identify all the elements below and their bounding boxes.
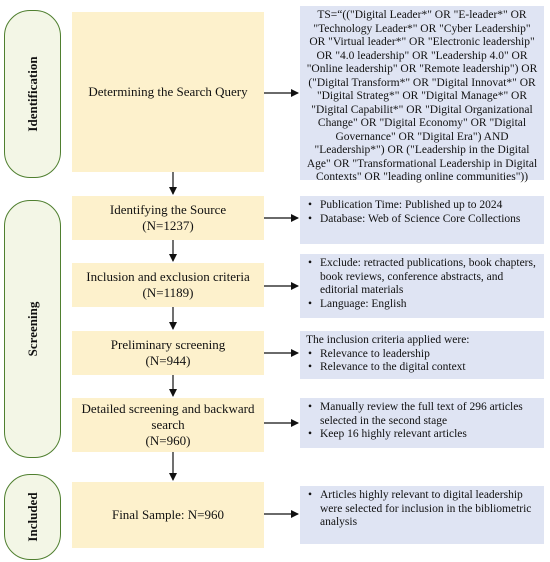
detail-search-query: TS=“(("Digital Leader*" OR "E-leader*" O… [300,6,544,183]
preliminary-item: Relevance to leadership [306,348,538,362]
step-preliminary-count: (N=944) [145,353,191,368]
step-detailed: Detailed screening and backward search (… [72,398,264,452]
step-source-count: (N=1237) [142,218,194,233]
step-criteria-count: (N=1189) [142,285,194,300]
step-source-label: Identifying the Source [109,202,227,217]
stage-screening: Screening [4,200,61,458]
detail-source: Publication Time: Published up to 2024 D… [300,196,544,244]
detail-final: Articles highly relevant to digital lead… [300,486,544,544]
detail-preliminary: The inclusion criteria applied were: Rel… [300,331,544,379]
detailed-item: Keep 16 highly relevant articles [306,428,538,442]
step-search-query-label: Determining the Search Query [88,84,248,99]
detailed-item: Manually review the full text of 296 art… [306,401,538,428]
search-query-string: TS=“(("Digital Leader*" OR "E-leader*" O… [306,9,538,183]
step-detailed-count: (N=960) [145,433,191,448]
preliminary-item: Relevance to the digital context [306,361,538,375]
step-criteria-label: Inclusion and exclusion criteria [86,269,250,284]
detail-criteria: Exclude: retracted publications, book ch… [300,254,544,318]
preliminary-lead: The inclusion criteria applied were: [306,334,470,346]
step-preliminary: Preliminary screening (N=944) [72,331,264,375]
step-detailed-label-cont: search [151,417,185,432]
final-item: Articles highly relevant to digital lead… [306,489,538,530]
criteria-item: Language: English [306,298,538,312]
step-search-query: Determining the Search Query [72,12,264,172]
detail-detailed: Manually review the full text of 296 art… [300,398,544,448]
criteria-item: Exclude: retracted publications, book ch… [306,257,538,298]
step-criteria: Inclusion and exclusion criteria (N=1189… [72,263,264,307]
stage-included: Included [4,474,61,560]
step-detailed-label: Detailed screening and backward [81,401,255,416]
step-source: Identifying the Source (N=1237) [72,196,264,240]
step-final-label: Final Sample: N=960 [111,507,225,522]
source-item: Database: Web of Science Core Collection… [306,213,538,227]
stage-identification: Identification [4,10,61,178]
source-item: Publication Time: Published up to 2024 [306,199,538,213]
step-final: Final Sample: N=960 [72,482,264,548]
step-preliminary-label: Preliminary screening [110,337,226,352]
